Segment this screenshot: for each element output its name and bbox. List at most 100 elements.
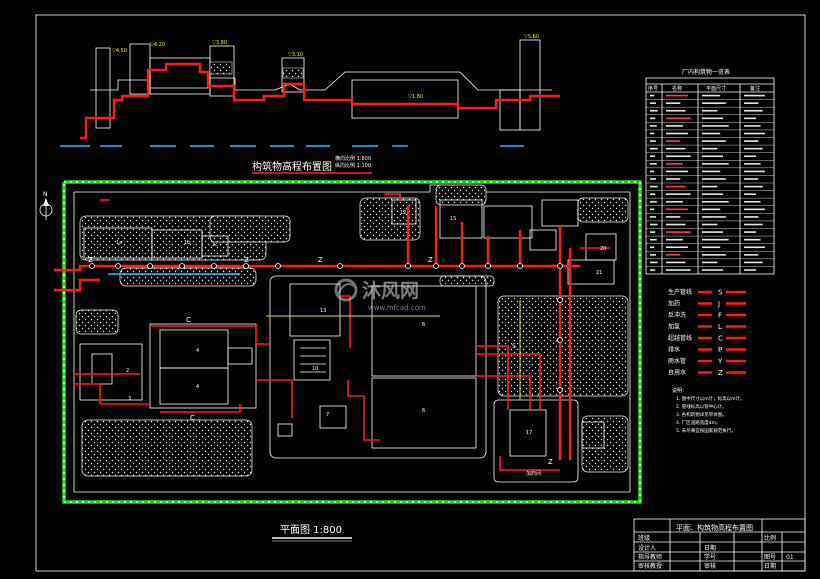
title-block-row3-label: 指导教师 <box>638 553 662 561</box>
table-cell-mark <box>744 185 763 188</box>
table-cell-mark <box>744 178 759 180</box>
svg-text:C: C <box>190 414 195 422</box>
table-cell-mark <box>744 117 757 120</box>
table-cell-mark <box>666 185 686 188</box>
table-cell-mark <box>702 185 718 188</box>
table-cell-mark <box>744 200 761 203</box>
table-cell-mark <box>702 269 723 271</box>
title-block-drawing-title: 平面、构筑物高程布置图 <box>676 523 753 532</box>
table-cell-mark <box>666 125 683 127</box>
table-cell-mark <box>666 223 686 226</box>
table-cell-mark <box>650 132 655 135</box>
title-block <box>633 518 806 572</box>
table-cell-mark <box>702 147 718 150</box>
svg-text:1a: 1a <box>116 240 122 246</box>
table-cell-mark <box>666 193 691 195</box>
table-header-size: 平面尺寸 <box>706 85 726 92</box>
table-cell-mark <box>744 238 761 241</box>
table-cell-mark <box>744 269 757 271</box>
table-cell-mark <box>666 140 681 142</box>
table-cell-mark <box>650 246 655 249</box>
table-cell-mark <box>744 223 763 226</box>
svg-text:C: C <box>186 316 191 324</box>
table-cell-mark <box>650 109 658 112</box>
table-cell-mark <box>744 216 759 218</box>
watermark-logo <box>334 278 358 302</box>
elevation-profile: ▽4.50 ▽4.20 ▽3.80 ▽3.10 ▽1.80 ▽5.60 <box>60 34 560 147</box>
table-cell-mark <box>650 117 656 120</box>
table-cell-mark <box>666 163 683 165</box>
table-cell-mark <box>666 269 691 271</box>
title-block-row4-label: 审核教授 <box>638 562 662 570</box>
table-cell-mark <box>650 223 658 226</box>
sheet-border <box>35 14 806 572</box>
watermark-url: www.mfcad.com <box>368 304 426 312</box>
table-cell-mark <box>650 125 657 127</box>
notes: 说明： 1. 图中尺寸以m计，标高以m计。 2. 管线标高以管中心计。 3. 各… <box>672 387 745 434</box>
table-cell-mark <box>702 155 723 158</box>
svg-text:2. 管线标高以管中心计。: 2. 管线标高以管中心计。 <box>676 403 727 410</box>
table-cell-mark <box>666 178 681 180</box>
table-cell-mark <box>666 261 686 264</box>
svg-text:Z: Z <box>244 256 249 264</box>
title-block-row4-c3: 审核 <box>704 562 716 570</box>
svg-text:1b: 1b <box>184 240 190 246</box>
legend-label: 反冲洗 <box>668 311 686 319</box>
structures-table <box>645 77 775 275</box>
legend-code: S <box>718 289 723 297</box>
table-cell-mark <box>650 147 658 150</box>
table-cell-mark <box>650 102 656 104</box>
table-cell-mark <box>744 254 759 256</box>
table-cell-mark <box>650 140 656 142</box>
svg-text:Z: Z <box>428 256 433 264</box>
legend-label: 雨水管 <box>668 357 686 365</box>
svg-text:说明：: 说明： <box>672 387 687 394</box>
svg-text:20: 20 <box>600 246 606 252</box>
north-label: N <box>43 191 48 198</box>
title-block-row3-c4: 图号 <box>764 554 776 561</box>
svg-text:12: 12 <box>400 210 406 216</box>
table-cell-mark <box>650 261 658 264</box>
table-cell-mark <box>744 163 761 165</box>
table-cell-mark <box>702 117 723 120</box>
table-cell-mark <box>702 246 721 249</box>
svg-text:3: 3 <box>128 396 131 402</box>
legend-label: 超越管线 <box>668 334 692 342</box>
table-cell-mark <box>702 261 718 264</box>
svg-text:4: 4 <box>196 384 199 390</box>
table-cell-mark <box>702 170 721 173</box>
profile-scale-2: 纵向比例 1:100 <box>335 162 371 169</box>
table-cell-mark <box>666 170 689 173</box>
table-cell-mark <box>666 238 683 241</box>
legend-code: J <box>717 300 720 308</box>
table-cell-mark <box>702 109 718 112</box>
svg-text:1c: 1c <box>212 242 218 248</box>
legend-label: 生产管线 <box>668 288 692 296</box>
title-block-row2-label: 设计人 <box>638 544 656 552</box>
table-cell-mark <box>702 125 729 127</box>
table-header-name: 名称 <box>672 85 682 92</box>
profile-title: 构筑物高程布置图 <box>252 160 332 173</box>
table-cell-mark <box>666 109 686 112</box>
svg-text:15: 15 <box>450 216 456 222</box>
legend-code: P <box>718 346 722 354</box>
table-cell-mark <box>666 117 691 120</box>
legend-code: L <box>718 323 722 331</box>
table-cell-mark <box>744 246 765 249</box>
table-cell-mark <box>666 132 689 135</box>
table-cell-mark <box>650 200 657 203</box>
table-cell-mark <box>744 208 765 211</box>
table-cell-mark <box>744 147 763 150</box>
plan-title: 平面图 1:800 <box>280 524 342 536</box>
table-cell-mark <box>666 216 681 218</box>
table-cell-mark <box>666 254 681 256</box>
north-arrow-icon <box>39 198 53 220</box>
table-cell-mark <box>702 216 726 218</box>
legend-code: C <box>718 335 723 343</box>
svg-text:▽4.20: ▽4.20 <box>150 42 165 48</box>
table-cell-mark <box>650 208 655 211</box>
svg-text:Z: Z <box>318 256 323 264</box>
svg-text:S: S <box>512 343 516 350</box>
title-block-row3-c5: 01 <box>786 554 794 561</box>
table-cell-mark <box>702 254 726 256</box>
